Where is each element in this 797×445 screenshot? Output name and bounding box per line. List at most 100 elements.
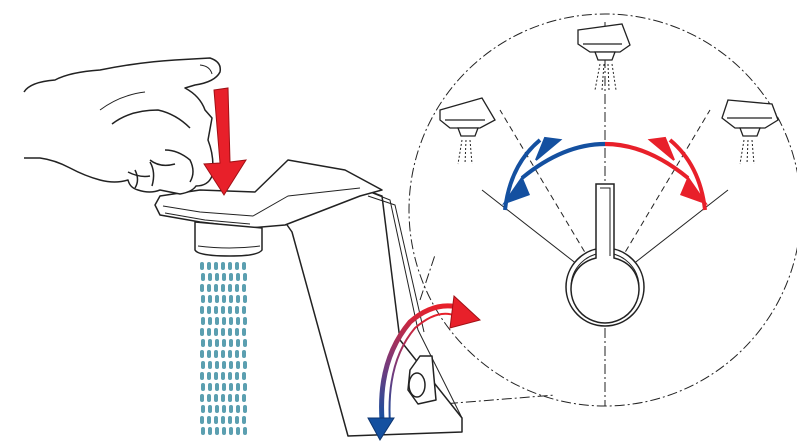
water-drop: [221, 394, 225, 402]
lever-top-view: [565, 183, 645, 327]
water-drop: [214, 350, 218, 358]
water-drop: [200, 394, 204, 402]
water-drop: [214, 262, 218, 270]
water-drop: [200, 328, 204, 336]
water-drop: [222, 339, 226, 347]
water-drop: [208, 273, 212, 281]
water-drop: [222, 427, 226, 435]
water-drop: [221, 262, 225, 270]
water-drop: [215, 383, 219, 391]
water-drop: [201, 273, 205, 281]
water-drop: [214, 372, 218, 380]
water-drop: [236, 339, 240, 347]
water-drop: [243, 405, 247, 413]
water-drop: [221, 306, 225, 314]
water-drop: [222, 295, 226, 303]
water-drop: [228, 394, 232, 402]
water-drop: [200, 350, 204, 358]
water-drop: [200, 284, 204, 292]
water-drop: [242, 306, 246, 314]
water-drop: [242, 350, 246, 358]
water-drop: [228, 328, 232, 336]
water-drop: [235, 372, 239, 380]
water-drop: [208, 427, 212, 435]
water-drop: [236, 317, 240, 325]
water-drop: [242, 328, 246, 336]
detail-connector-lines: [419, 254, 556, 406]
water-drop: [229, 427, 233, 435]
water-drop: [207, 306, 211, 314]
water-drop: [207, 394, 211, 402]
water-drop: [221, 328, 225, 336]
water-drop: [228, 350, 232, 358]
water-drop: [207, 372, 211, 380]
water-drop: [236, 295, 240, 303]
water-drop: [235, 350, 239, 358]
water-drop: [214, 328, 218, 336]
water-drop: [222, 273, 226, 281]
water-drop: [215, 339, 219, 347]
water-drop: [221, 416, 225, 424]
water-drop: [235, 394, 239, 402]
water-drop: [228, 306, 232, 314]
water-drop: [229, 383, 233, 391]
water-drop: [242, 394, 246, 402]
rotate-lever-arrow-icon: [367, 294, 482, 441]
water-drop: [207, 328, 211, 336]
water-drop: [207, 284, 211, 292]
water-drop: [242, 262, 246, 270]
water-drop: [208, 317, 212, 325]
water-drop: [229, 273, 233, 281]
water-drop: [201, 383, 205, 391]
water-drop: [236, 427, 240, 435]
water-drop: [221, 372, 225, 380]
water-drop: [207, 416, 211, 424]
water-drop: [200, 372, 204, 380]
water-drop: [236, 405, 240, 413]
water-drop: [207, 262, 211, 270]
water-drop: [243, 427, 247, 435]
water-drop: [243, 383, 247, 391]
water-drop: [222, 317, 226, 325]
water-drop: [222, 405, 226, 413]
water-drop: [222, 383, 226, 391]
water-drop: [208, 383, 212, 391]
water-drop: [201, 405, 205, 413]
water-drop: [228, 284, 232, 292]
water-drop: [208, 295, 212, 303]
water-drop: [229, 317, 233, 325]
water-drop: [208, 405, 212, 413]
water-drop: [243, 317, 247, 325]
water-drop: [235, 284, 239, 292]
water-drop: [215, 427, 219, 435]
water-drop: [243, 361, 247, 369]
water-drop: [221, 284, 225, 292]
water-drop: [215, 317, 219, 325]
hand-icon: [23, 57, 222, 195]
water-drop: [208, 339, 212, 347]
water-drop: [215, 295, 219, 303]
water-drop: [242, 284, 246, 292]
water-drop: [229, 339, 233, 347]
water-drop: [228, 416, 232, 424]
water-drop: [235, 328, 239, 336]
water-drop: [200, 416, 204, 424]
temperature-arc-arrow-icon: [502, 136, 708, 211]
water-drop: [242, 372, 246, 380]
water-drop: [221, 350, 225, 358]
water-drop: [222, 361, 226, 369]
water-drop: [236, 273, 240, 281]
water-drop: [236, 361, 240, 369]
water-drop: [243, 295, 247, 303]
faucet-icon: [154, 159, 463, 437]
water-drop: [201, 427, 205, 435]
water-drop: [228, 372, 232, 380]
water-stream-icon: [200, 262, 247, 435]
water-drop: [201, 339, 205, 347]
water-drop: [235, 262, 239, 270]
water-drop: [201, 295, 205, 303]
water-drop: [228, 262, 232, 270]
water-drop: [235, 416, 239, 424]
water-drop: [214, 306, 218, 314]
